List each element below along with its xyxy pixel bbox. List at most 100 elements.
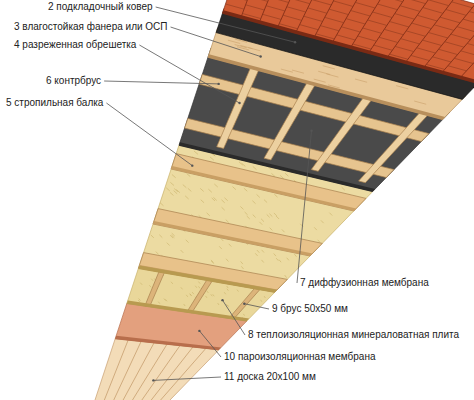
roof-batten [359,106,435,183]
leader-line [244,304,269,309]
wool-fibre [264,296,265,298]
shingle-tab [226,4,245,9]
shingle-tab [448,66,467,71]
wool-fibre [267,214,270,217]
wool-fibre [138,300,140,302]
wool-fibre [211,294,213,296]
shingle-tab [355,2,375,8]
wool-fibre [210,157,214,160]
callout-label: 2 подкладочный ковер [48,1,153,13]
shingle-tab [390,21,409,26]
shingle-tab [469,12,474,18]
wool-fibre [194,151,198,154]
shingle-tab [363,28,382,33]
wool-fibre [190,294,192,296]
shingle-tab [405,0,425,4]
wool-fibre [253,215,256,218]
wool-fibre [262,250,264,253]
shingle-tab [300,25,319,30]
shingle-tab [270,0,289,3]
shingle-tab [423,8,443,14]
wool-fibre [207,291,209,293]
wool-fibre [252,201,255,204]
wool-fibre [172,233,175,236]
shingle-tab [428,0,448,6]
callout-label: 6 контрбрус [46,75,101,87]
callout-label: 10 пароизоляционная мембрана [224,351,375,363]
wool-fibre [259,222,262,225]
wool-fibre [285,275,287,277]
leader-dot [259,55,261,57]
shingle-tab [304,16,323,21]
wool-fibre [318,240,320,243]
shingle-tab [266,6,285,11]
shingle-tab [246,5,265,10]
rafter-beam [139,253,288,292]
wool-fibre [276,216,279,219]
wool-fibre [261,219,264,222]
osb-grain [414,101,426,104]
shingle-roof [223,0,474,83]
wool-fibre [274,253,276,256]
shingle-tab [287,7,306,12]
wool-fibre [221,238,224,241]
leader-line [297,131,312,283]
wool-fibre [185,196,188,199]
shingle-row [423,4,474,68]
shingle-row [350,0,392,48]
wool-fibre [221,200,224,203]
wool-fibre [244,188,247,191]
wool-fibre [257,194,260,197]
board-joint [127,347,193,400]
shingle-tab [454,58,473,63]
shingle-tab [312,0,331,5]
leader-dot [294,41,296,43]
wool-fibre [201,200,204,203]
roof-batten [264,75,320,160]
leader-dot [198,330,200,332]
osb-grain [323,66,335,69]
callout-label: 4 разреженная обрешетка [14,39,136,51]
roof-batten [217,60,263,149]
shingle-tab [395,14,415,20]
leader-line [171,27,261,57]
board-joint [105,343,154,400]
osb-grain [235,45,247,48]
shingle-tab [461,51,474,56]
shingle-row [332,0,372,43]
shingle-tab [432,57,451,62]
wool-fibre [279,260,281,263]
wool-fibre [224,198,227,201]
osb-grain [281,69,293,72]
shingle-tab [382,0,402,2]
shingle-tab [451,34,471,40]
shingle-tab [406,31,425,36]
wool-fibre [200,188,203,191]
shingle-row [442,10,474,73]
wool-fibre [186,240,189,243]
shingle-tab [428,32,447,37]
wool-fibre [139,298,141,300]
shingle-tab [452,2,473,8]
shingle-tab [346,19,365,24]
wool-fibre [208,189,211,192]
wool-fibre [183,185,187,188]
callout-label: 11 доска 20х100 мм [224,371,316,383]
wool-fibre [184,304,186,306]
wool-fibre [214,184,218,187]
shingle-tab [333,1,353,7]
wool-fibre [195,286,197,288]
leader-line [223,300,245,335]
wool-fibre [151,235,154,238]
layer-edge [138,265,277,292]
wool-fibre [227,286,229,288]
wool-fibre [240,206,243,209]
wool-fibre [233,187,236,190]
roof-batten [311,90,377,171]
board-joint [98,341,141,400]
leader-line [104,81,219,84]
leader-dot [191,164,193,166]
shingle-tab [379,37,398,42]
board-joint [91,340,129,400]
wool-fibre [181,250,184,253]
